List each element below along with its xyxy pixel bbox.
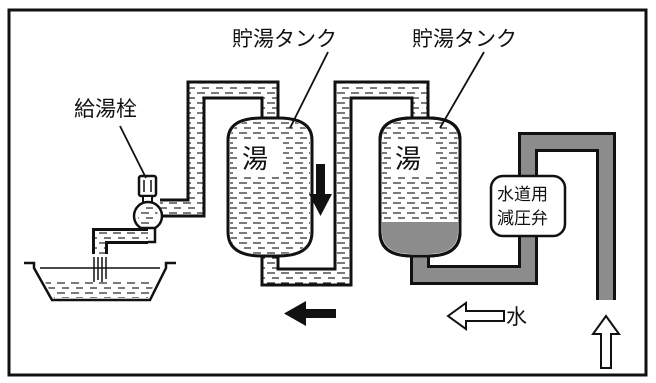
pressure-reducing-valve xyxy=(489,174,567,238)
tank-2-callout-line xyxy=(439,51,485,129)
tank-1-content-label: 湯 xyxy=(242,145,268,175)
faucet-label: 給湯栓 xyxy=(74,97,137,121)
hollow-arrow-up-icon xyxy=(591,314,621,369)
tank-1-label-bg xyxy=(239,140,283,176)
valve-label-line1: 水道用 xyxy=(497,185,548,205)
storage-tank-2 xyxy=(378,116,462,258)
tank-2-label: 貯湯タンク xyxy=(412,27,517,51)
tank-2-content-label: 湯 xyxy=(395,145,421,175)
tank-2-label-bg xyxy=(392,140,436,176)
hollow-arrow-left-icon xyxy=(446,301,505,331)
arrow-down-icon xyxy=(309,164,332,216)
faucet-callout-line xyxy=(119,125,147,179)
water-label: 水 xyxy=(506,305,527,329)
tank-1-callout-line xyxy=(289,51,329,129)
faucet xyxy=(92,174,164,254)
basin xyxy=(24,261,176,302)
arrow-left-icon xyxy=(284,301,336,326)
connecting-pipe xyxy=(260,80,430,287)
storage-tank-1 xyxy=(226,116,314,258)
tank-2-cold-water xyxy=(382,222,458,254)
tank-1-label: 貯湯タンク xyxy=(232,27,337,51)
hot-water-pipe xyxy=(160,80,280,218)
valve-label-line2: 減圧弁 xyxy=(497,209,548,229)
